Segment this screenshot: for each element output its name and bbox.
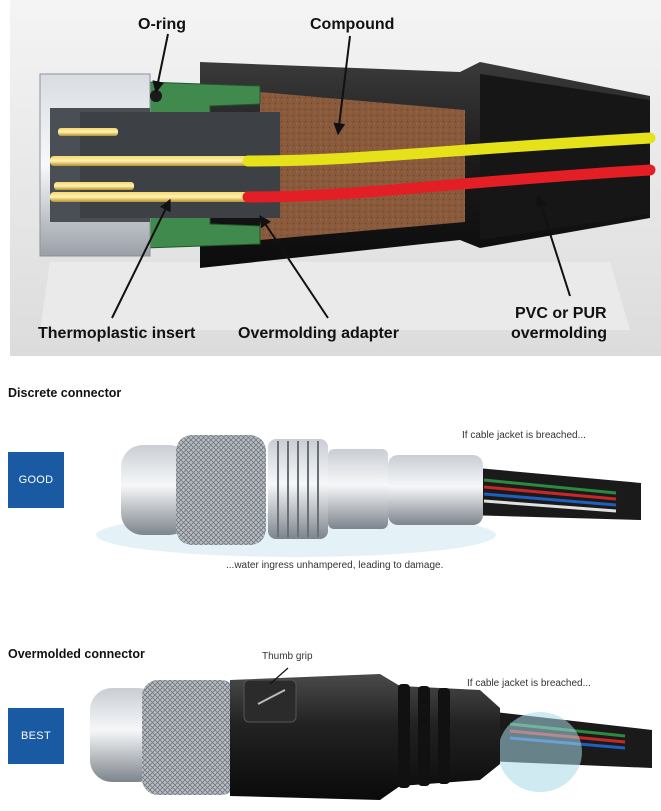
discrete-section-title: Discrete connector xyxy=(8,386,122,400)
wire-yellow xyxy=(242,132,656,167)
discrete-caption-bottom: ...water ingress unhampered, leading to … xyxy=(226,560,444,571)
cutaway-reflection xyxy=(40,262,630,330)
adapter-leader xyxy=(259,215,329,319)
overmold-leader xyxy=(535,194,571,297)
label-oring: O-ring xyxy=(138,16,186,33)
overmolded-body xyxy=(230,674,500,800)
thumb-grip xyxy=(243,679,297,723)
overmolded-ribs xyxy=(398,684,450,788)
best-badge-label: BEST xyxy=(21,730,51,742)
label-overmolding-adapter: Overmolding adapter xyxy=(238,325,399,342)
overmolded-connector-illustration xyxy=(90,667,652,800)
overmolded-knurled-nut xyxy=(142,680,237,795)
label-overmold-line2: overmolding xyxy=(511,325,607,342)
thumb-grip-arrow xyxy=(257,689,286,705)
discrete-knurled-nut xyxy=(176,435,266,545)
best-badge: BEST xyxy=(8,708,64,764)
discrete-collar-ribs xyxy=(277,441,319,537)
label-overmold-line1: PVC or PUR xyxy=(515,305,607,322)
contact-pin-1 xyxy=(58,128,118,136)
label-compound: Compound xyxy=(310,16,394,33)
discrete-body xyxy=(328,449,388,529)
thumb-grip-label: Thumb grip xyxy=(262,651,313,662)
discrete-front-shell xyxy=(121,445,191,535)
good-badge: GOOD xyxy=(8,452,64,508)
overmolded-caption-top: If cable jacket is breached... xyxy=(467,678,591,689)
wire-red xyxy=(242,164,656,203)
discrete-exposed-wires xyxy=(483,478,617,513)
overmolded-section-title: Overmolded connector xyxy=(8,647,145,661)
compound-fill xyxy=(260,92,465,240)
oring-leader xyxy=(152,33,169,94)
discrete-caption-top: If cable jacket is breached... xyxy=(462,430,586,441)
compound-leader xyxy=(333,35,351,136)
thumb-grip-leader xyxy=(269,667,289,685)
good-badge-label: GOOD xyxy=(18,474,54,486)
contact-pin-3 xyxy=(54,182,134,190)
discrete-connector-illustration xyxy=(96,435,641,557)
water-droplet xyxy=(498,712,582,792)
contact-pin-4 xyxy=(50,192,250,202)
discrete-clamp-nut xyxy=(388,455,483,525)
contact-pin-2 xyxy=(50,156,250,166)
overmold-tail xyxy=(480,74,650,240)
label-thermoplastic-insert: Thermoplastic insert xyxy=(38,325,196,342)
cutaway-diagram: O-ring Compound Thermoplastic insert Ove… xyxy=(10,0,661,356)
insert-leader xyxy=(111,198,171,319)
